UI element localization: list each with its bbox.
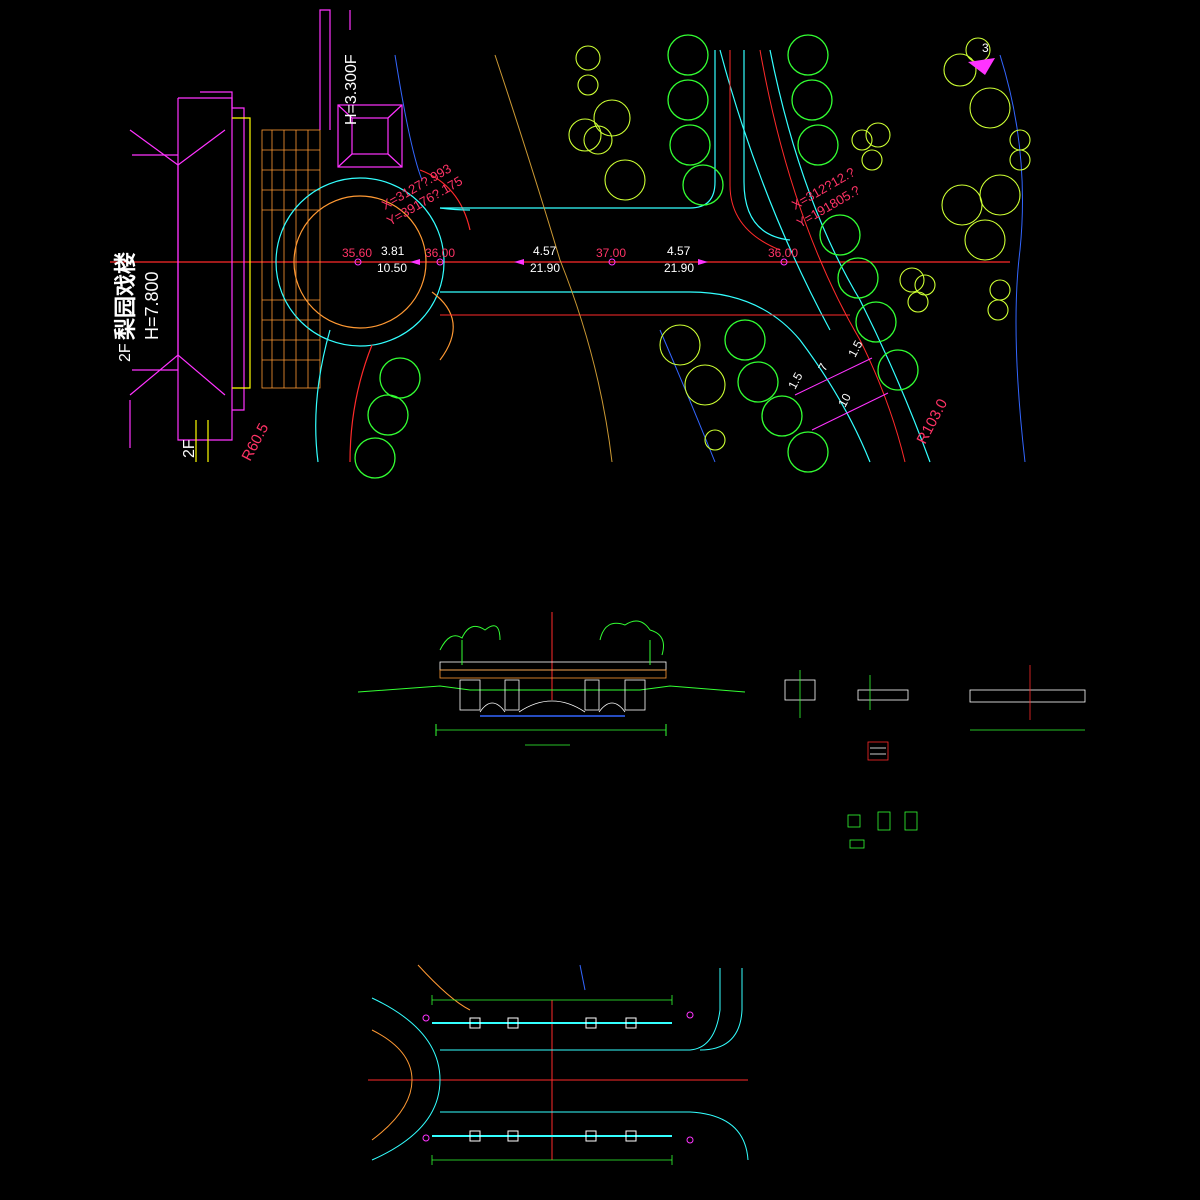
roundabout-radius: R60.5 bbox=[239, 421, 273, 464]
shrubs bbox=[568, 37, 1031, 451]
building-height: H=7.800 bbox=[142, 271, 162, 340]
roundabout bbox=[275, 169, 471, 463]
contour-line bbox=[494, 54, 613, 463]
width-4: 10 bbox=[835, 391, 854, 410]
slope-arrows bbox=[410, 259, 708, 265]
width-dimensions bbox=[794, 357, 889, 431]
segment-2-slope: 4.57 bbox=[533, 244, 557, 258]
detail-sections bbox=[784, 665, 1086, 849]
building-name: 梨园戏楼 bbox=[113, 252, 138, 340]
elevation-markers bbox=[354, 258, 788, 266]
segment-3-length: 21.90 bbox=[664, 261, 694, 275]
segment-2-length: 21.90 bbox=[530, 261, 560, 275]
opera-building bbox=[129, 91, 245, 448]
road-edges-red bbox=[440, 49, 906, 463]
segment-3-slope: 4.57 bbox=[667, 244, 691, 258]
water-edge-right bbox=[999, 54, 1026, 463]
segment-1-slope: 3.81 bbox=[381, 244, 405, 258]
elevation-4: 36.00 bbox=[768, 246, 798, 260]
bridge-plan bbox=[368, 964, 749, 1165]
width-2: 7 bbox=[815, 361, 831, 374]
stairs bbox=[261, 129, 321, 389]
bridge-section bbox=[357, 612, 746, 746]
width-1: 1.5 bbox=[785, 370, 805, 392]
trees-green bbox=[354, 34, 919, 479]
width-3: 1.5 bbox=[845, 338, 865, 360]
water-edge bbox=[394, 54, 423, 181]
main-road bbox=[440, 49, 931, 463]
elevation-1: 35.60 bbox=[342, 246, 372, 260]
elevation-2: 36.00 bbox=[425, 246, 455, 260]
floor-label-bottom: 2F bbox=[181, 439, 198, 458]
pavilion bbox=[319, 9, 403, 168]
road-radius: R103.0 bbox=[914, 396, 952, 447]
pavilion-height: H=3.300F bbox=[343, 54, 360, 125]
site-plan: 梨园戏楼 H=7.800 2F 2F H=3.300F R60.5 X=3127… bbox=[110, 9, 1031, 479]
index-number: 3 bbox=[982, 41, 989, 55]
elevation-3: 37.00 bbox=[596, 246, 626, 260]
index-marker bbox=[968, 58, 995, 75]
water-edge-left bbox=[659, 329, 716, 463]
segment-1-length: 10.50 bbox=[377, 261, 407, 275]
floor-label-left: 2F bbox=[117, 343, 134, 362]
building-outline-yellow bbox=[195, 117, 251, 462]
